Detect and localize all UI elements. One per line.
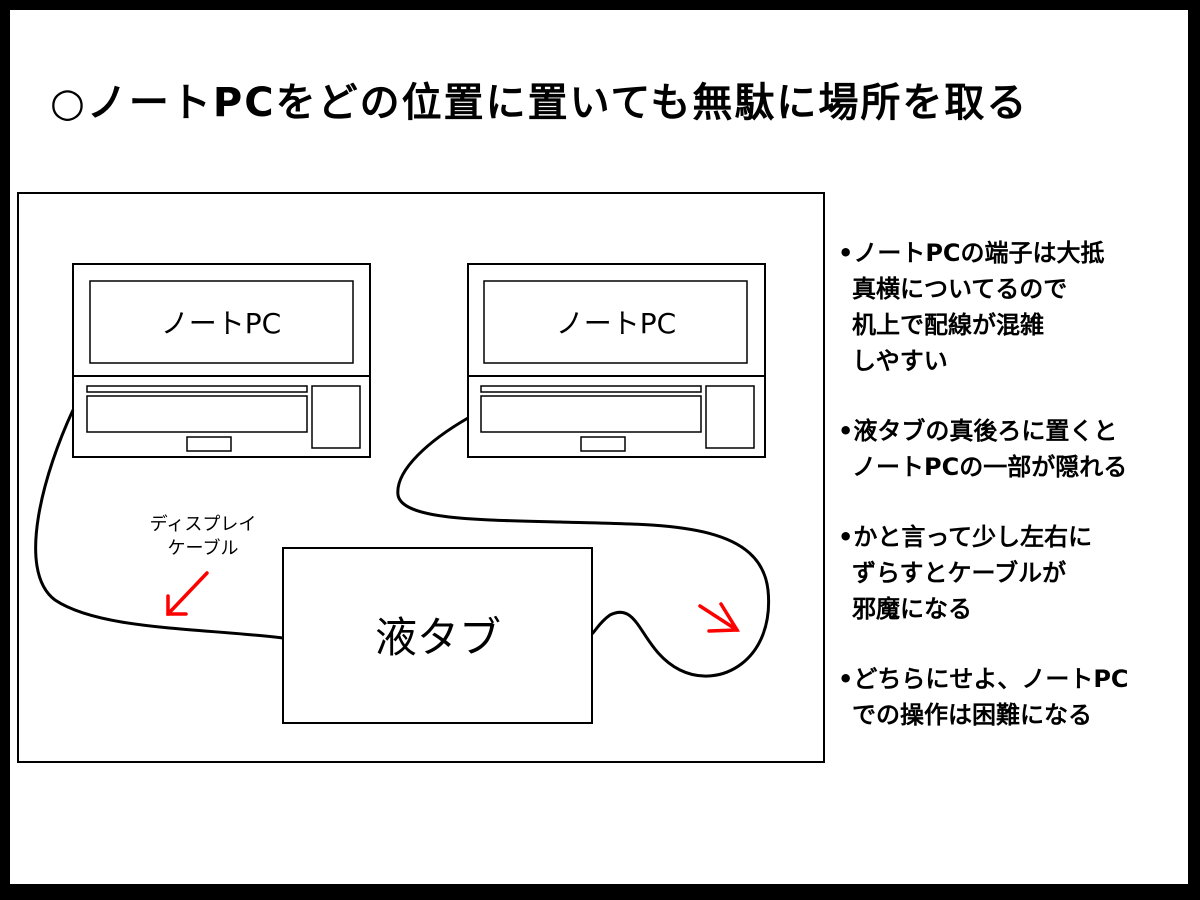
laptop-left-label: ノートPC bbox=[161, 307, 281, 340]
note-3-line-1: •かと言って少し左右に bbox=[838, 523, 1093, 551]
note-item: •かと言って少し左右に ずらすとケーブルが 邪魔になる bbox=[838, 519, 1183, 627]
laptop-left-keyboard bbox=[86, 395, 308, 433]
note-3-line-3: 邪魔になる bbox=[852, 595, 972, 623]
red-arrow-left-icon bbox=[166, 571, 209, 616]
note-1-line-1: •ノートPCの端子は大抵 bbox=[838, 239, 1105, 267]
cable-label-line1: ディスプレイ bbox=[150, 514, 257, 535]
note-2-line-2: ノートPCの一部が隠れる bbox=[852, 453, 1128, 481]
laptop-right-label: ノートPC bbox=[556, 307, 676, 340]
pen-tablet bbox=[282, 547, 593, 724]
note-1-line-2: 真横についてるので bbox=[852, 275, 1068, 303]
note-1-line-3: 机上で配線が混雑 bbox=[852, 311, 1044, 339]
laptop-left-touchpad bbox=[186, 436, 232, 452]
laptop-left-screen bbox=[89, 280, 354, 364]
pen-tablet-label: 液タブ bbox=[375, 613, 501, 662]
slide-title: ○ノートPCをどの位置に置いても無駄に場所を取る bbox=[50, 80, 1029, 126]
note-4-line-1: •どちらにせよ、ノートPC bbox=[838, 665, 1129, 693]
note-item: •液タブの真後ろに置くと ノートPCの一部が隠れる bbox=[838, 413, 1183, 485]
laptop-right: ノートPC bbox=[467, 263, 766, 458]
cable-label-line2: ケーブル bbox=[168, 537, 239, 559]
display-cable-right bbox=[396, 416, 771, 678]
laptop-right-touchpad bbox=[580, 436, 626, 452]
laptop-right-hinge-strip bbox=[480, 385, 702, 393]
note-item: •ノートPCの端子は大抵 真横についてるので 机上で配線が混雑 しやすい bbox=[838, 235, 1183, 379]
red-arrow-right-icon bbox=[698, 602, 741, 633]
note-4-line-2: での操作は困難になる bbox=[852, 701, 1092, 729]
note-2-line-1: •液タブの真後ろに置くと bbox=[838, 417, 1118, 445]
note-3-line-2: ずらすとケーブルが bbox=[852, 559, 1067, 587]
display-cable-left bbox=[34, 409, 284, 640]
note-item: •どちらにせよ、ノートPC での操作は困難になる bbox=[838, 661, 1183, 733]
laptop-right-screen bbox=[483, 280, 748, 364]
note-1-line-4: しやすい bbox=[852, 347, 948, 375]
laptop-right-numpad bbox=[705, 385, 755, 449]
laptop-left-hinge-strip bbox=[86, 385, 308, 393]
laptop-right-keyboard bbox=[480, 395, 702, 433]
notes-list: •ノートPCの端子は大抵 真横についてるので 机上で配線が混雑 しやすい •液タ… bbox=[838, 235, 1183, 767]
laptop-left-numpad bbox=[311, 385, 361, 449]
laptop-left: ノートPC bbox=[72, 263, 371, 458]
